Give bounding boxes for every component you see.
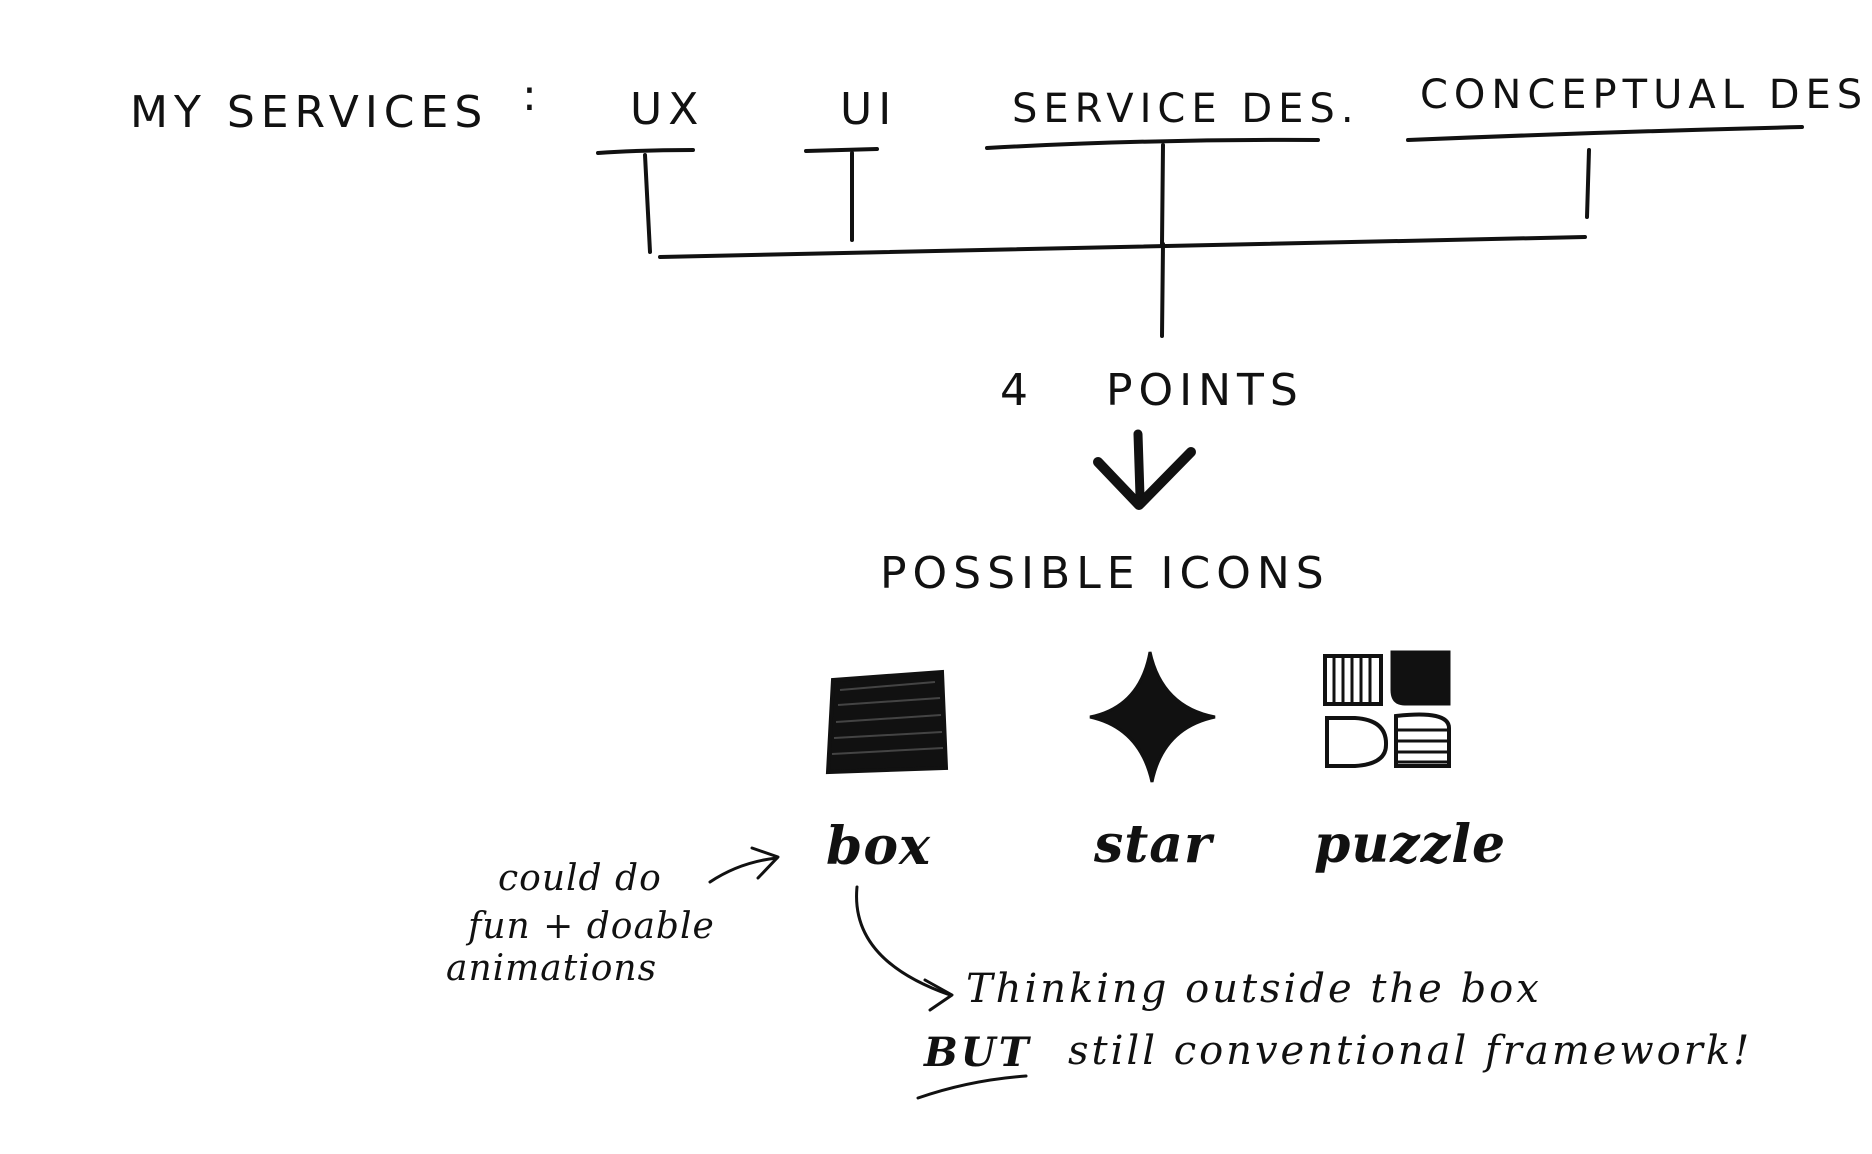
service-label-ux: UX [630,84,704,135]
underline-conceptual-design [1406,125,1804,142]
service-underlines [596,125,1804,155]
points-number: 4 [1000,365,1034,416]
box-note-but: BUT [923,1029,1032,1076]
puzzle-quadrants-icon [1323,650,1451,768]
possible-icons-label: POSSIBLE ICONS [880,548,1330,599]
animation-note: could do fun + doable animations [446,858,715,989]
filled-square-icon [825,669,949,775]
four-point-star-icon [1089,651,1216,783]
connector-stem-service-design [1160,143,1165,246]
animation-note-line-2: fun + doable [465,906,715,947]
connector-trunk [1160,242,1165,338]
services-title: MY SERVICES [130,87,488,138]
curved-arrow-icon [855,885,954,1012]
animation-note-line-1: could do [498,858,662,899]
service-label-service-design: SERVICE DES. [1012,86,1360,132]
underline-ui [804,147,879,153]
box-note-line-2: still conventional framework! [1068,1028,1752,1074]
points-label: POINTS [1106,365,1304,416]
service-label-conceptual-design: CONCEPTUAL DES [1420,72,1868,118]
connector-horizontal-bar [658,235,1587,259]
service-label-ui: UI [840,84,897,135]
connector-stem-ux [643,153,652,254]
down-arrow-icon [1093,429,1196,510]
animation-note-line-3: animations [446,948,657,989]
underline-service-design [985,137,1320,150]
box-note-line-1: Thinking outside the box [966,966,1542,1012]
icon-label-puzzle: puzzle [1314,814,1506,875]
connector-stem-conceptual-design [1585,148,1591,219]
note-arrow-icon [708,846,780,884]
icon-label-star: star [1093,814,1215,875]
services-connector [643,143,1591,338]
icon-label-box: box [826,816,931,877]
underline-ux [596,148,695,155]
but-underline [916,1074,1028,1100]
title-colon: : [522,70,543,121]
